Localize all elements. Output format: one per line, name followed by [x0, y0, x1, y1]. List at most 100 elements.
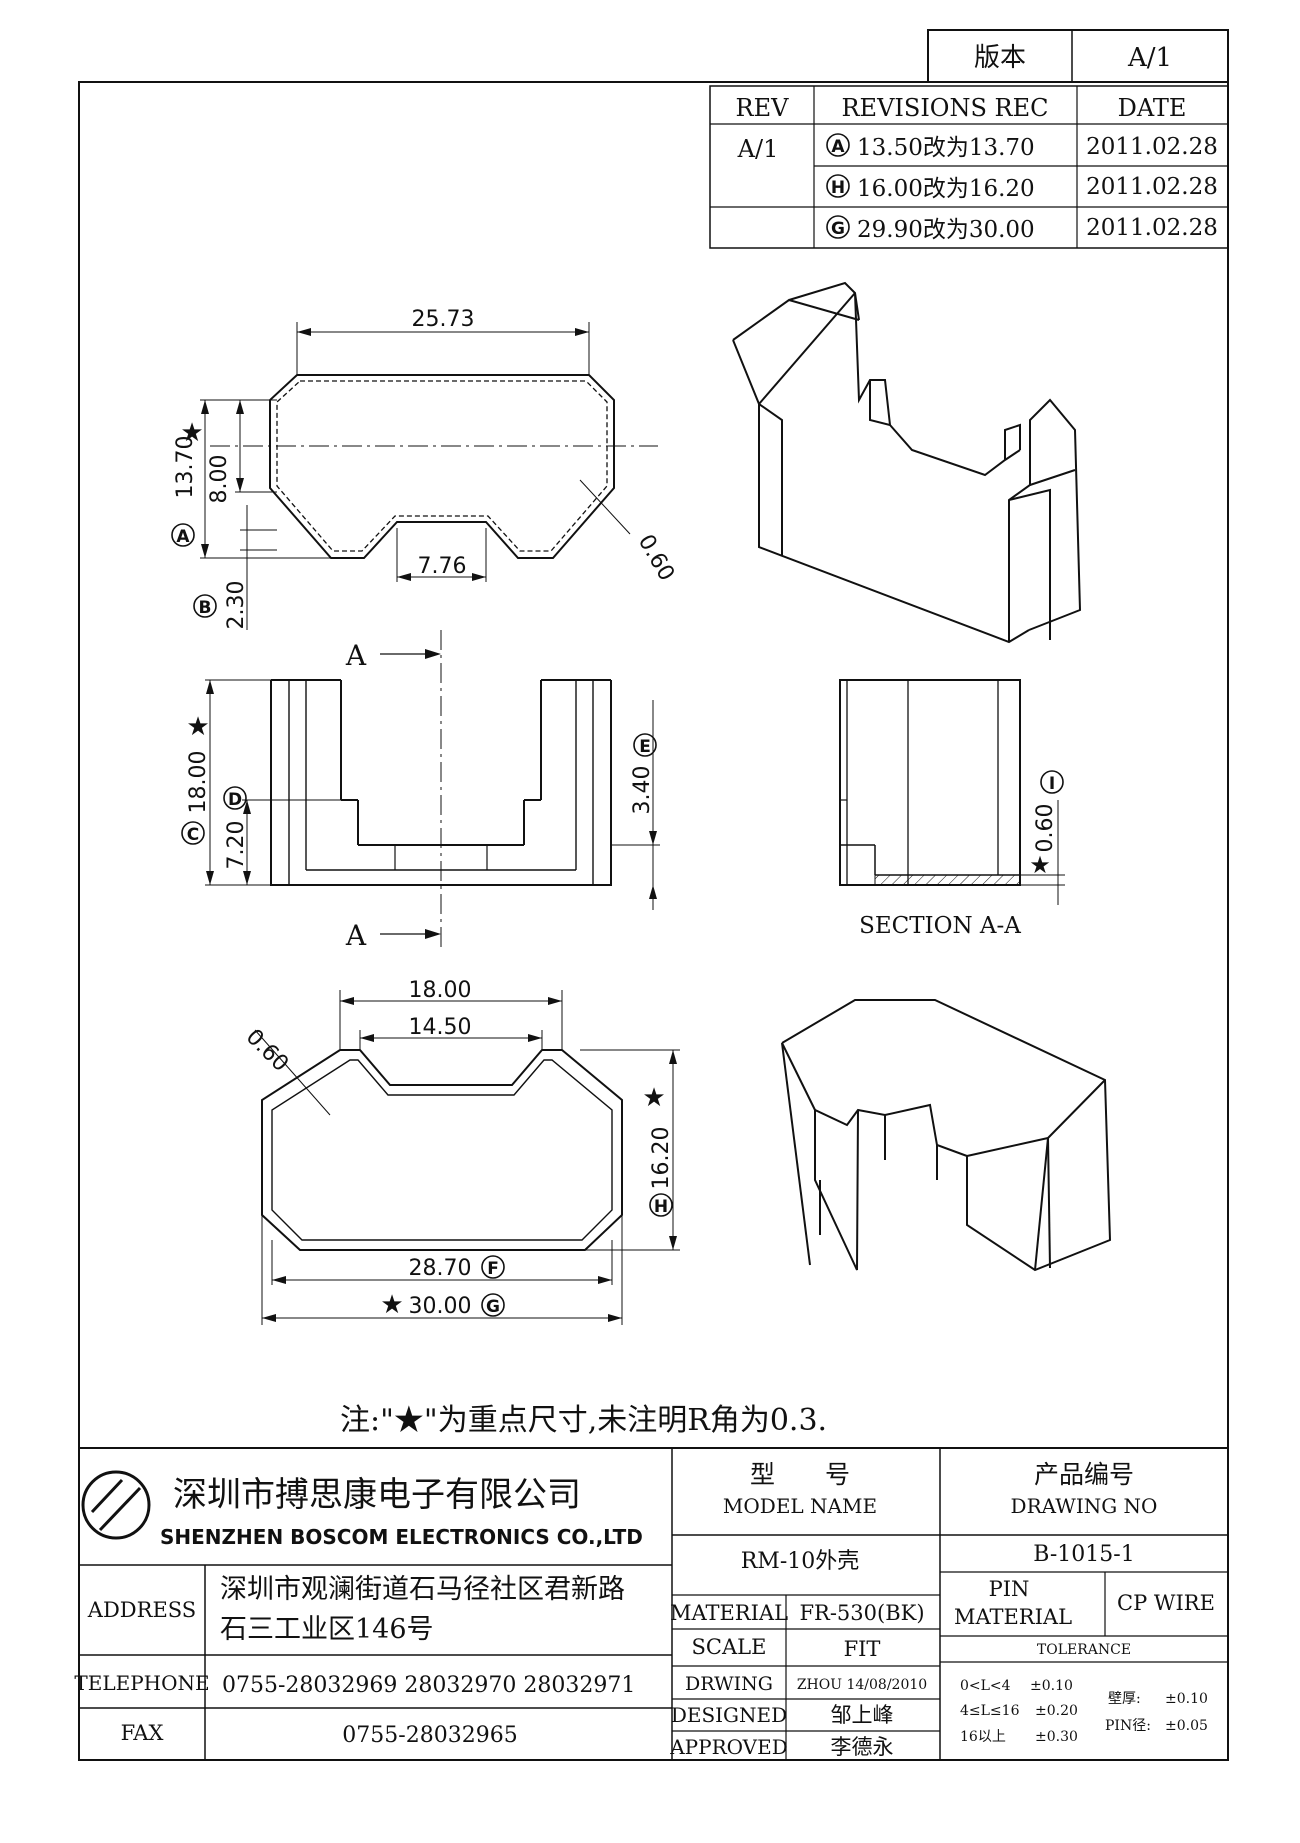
bottom-view-inner-width-mark: F [487, 1259, 499, 1279]
key-dimension-star-icon: ★ [1029, 851, 1051, 879]
revision-mark-circle [481, 1255, 505, 1279]
tolerance-value: ±0.20 [1035, 1703, 1078, 1719]
revision-mark-circle [181, 821, 205, 845]
revision-mark-circle [649, 1193, 673, 1217]
fax-label: FAX [121, 1721, 164, 1745]
company-name-cn: 深圳市搏思康电子有限公司 [173, 1475, 581, 1515]
fax-value: 0755-28032965 [342, 1723, 517, 1748]
top-view-wall-dim: 0.60 [633, 531, 679, 586]
bottom-view-top-inner-dim: 14.50 [409, 1015, 472, 1040]
tolerance-label: TOLERANCE [1037, 1642, 1131, 1658]
section-thickness-dim: 0.60 [1033, 804, 1058, 853]
revision-mark-circle [1040, 770, 1064, 794]
revision-mark-circle [193, 594, 217, 618]
company-logo-icon [81, 1470, 151, 1540]
revision-mark-circle [223, 786, 247, 810]
revision-mark-circle [633, 733, 657, 757]
date-header: DATE [1118, 94, 1187, 122]
drwing-label: DRWING [685, 1673, 773, 1695]
revision-date: 2011.02.28 [1086, 215, 1218, 241]
bottom-view-wall-dim: 0.60 [241, 1025, 293, 1077]
revision-mark: H [831, 178, 845, 198]
key-dimension-star-icon: ★ [380, 1290, 403, 1320]
scale-value: FIT [844, 1637, 881, 1661]
model-name-en: MODEL NAME [723, 1494, 877, 1518]
tolerance-range: 4≤L≤16 [960, 1703, 1020, 1719]
tolerance-range: 0<L<4 [960, 1678, 1011, 1694]
revision-date: 2011.02.28 [1086, 134, 1218, 160]
drawing-no-cn: 产品编号 [1034, 1460, 1134, 1489]
designed-value: 邹上峰 [831, 1703, 894, 1727]
drawing-no-value: B-1015-1 [1033, 1542, 1134, 1567]
tolerance-value: ±0.10 [1030, 1678, 1073, 1694]
front-view-step-dim: 3.40 [630, 766, 655, 815]
version-label: 版本 [974, 43, 1026, 73]
tolerance-value: ±0.30 [1035, 1729, 1078, 1745]
material-value: FR-530(BK) [799, 1601, 924, 1625]
drawing-no-en: DRAWING NO [1011, 1494, 1158, 1518]
material-label: MATERIAL [670, 1601, 788, 1625]
telephone-label: TELEPHONE [74, 1671, 209, 1695]
top-view-step-mark: B [199, 598, 212, 618]
front-view-height-mark: C [187, 825, 199, 845]
top-view-height-mark: A [176, 527, 190, 547]
rev-value: A/1 [737, 135, 779, 163]
bottom-view-inner-width-dim: 28.70 [409, 1256, 472, 1281]
top-view-slot-dim: 7.76 [418, 554, 467, 579]
front-view [205, 630, 660, 950]
key-dimension-star-icon: ★ [186, 712, 209, 742]
revision-mark: A [831, 137, 845, 157]
section-thickness-mark: I [1049, 774, 1055, 794]
revisions-table: REV REVISIONS REC DATE A/1 A 13.50改为13.7… [709, 85, 1229, 249]
bottom-view-height-mark: H [654, 1197, 668, 1217]
address-label: ADDRESS [87, 1598, 196, 1622]
sheet-border [78, 81, 1229, 1761]
drwing-value: ZHOU 14/08/2010 [797, 1677, 927, 1693]
revisions-rec-header: REVISIONS REC [841, 94, 1048, 122]
scale-label: SCALE [692, 1635, 767, 1659]
drawing-note: 注:"★"为重点尺寸,未注明R角为0.3. [340, 1403, 827, 1438]
tolerance-range: 16以上 [960, 1729, 1006, 1745]
telephone-value: 0755-28032969 28032970 28032971 [222, 1673, 635, 1698]
front-view-mid-mark: D [228, 790, 242, 810]
approved-value: 李德永 [831, 1735, 894, 1759]
bottom-view-top-outer-dim: 18.00 [409, 978, 472, 1003]
bottom-view-height-dim: 16.20 [649, 1127, 674, 1190]
front-view-mid-dim: 7.20 [224, 821, 249, 870]
version-box: 版本 A/1 [927, 29, 1229, 83]
pin-diameter-label: PIN径: [1105, 1718, 1151, 1734]
key-dimension-star-icon: ★ [180, 418, 203, 448]
isometric-view-bottom [781, 999, 1112, 1272]
bottom-view [254, 990, 680, 1325]
revision-text: 16.00改为16.20 [857, 176, 1035, 202]
designed-label: DESIGNED [671, 1703, 787, 1727]
revision-mark-circle [826, 215, 850, 239]
pin-diameter-value: ±0.05 [1165, 1718, 1208, 1734]
top-view-step-dim: 2.30 [224, 581, 249, 630]
wall-thickness-label: 壁厚: [1108, 1691, 1141, 1707]
revision-mark-circle [481, 1293, 505, 1317]
revision-text: 29.90改为30.00 [857, 217, 1035, 243]
front-view-step-mark: E [639, 737, 651, 757]
rev-header: REV [736, 94, 790, 122]
approved-label: APPROVED [669, 1735, 788, 1759]
bottom-view-outer-width-dim: 30.00 [409, 1294, 472, 1319]
section-mark-bottom: A [345, 919, 367, 952]
revision-date: 2011.02.28 [1086, 174, 1218, 200]
company-name-en: SHENZHEN BOSCOM ELECTRONICS CO.,LTD [160, 1525, 643, 1549]
wall-thickness-value: ±0.10 [1165, 1691, 1208, 1707]
section-view [839, 679, 1065, 905]
revision-mark-circle [171, 523, 195, 547]
bottom-view-outer-width-mark: G [486, 1297, 500, 1317]
revision-text: 13.50改为13.70 [857, 135, 1035, 161]
revision-mark-circle [826, 133, 850, 157]
section-label: SECTION A-A [859, 913, 1021, 939]
address-line-2: 石三工业区146号 [220, 1614, 434, 1645]
pin-material-value: CP WIRE [1117, 1591, 1215, 1615]
title-block [79, 1447, 1228, 1760]
key-dimension-star-icon: ★ [642, 1083, 665, 1113]
top-view-width-dim: 25.73 [412, 307, 475, 332]
top-view-height-dim: 13.70 [173, 436, 198, 499]
revision-mark: G [831, 219, 845, 239]
